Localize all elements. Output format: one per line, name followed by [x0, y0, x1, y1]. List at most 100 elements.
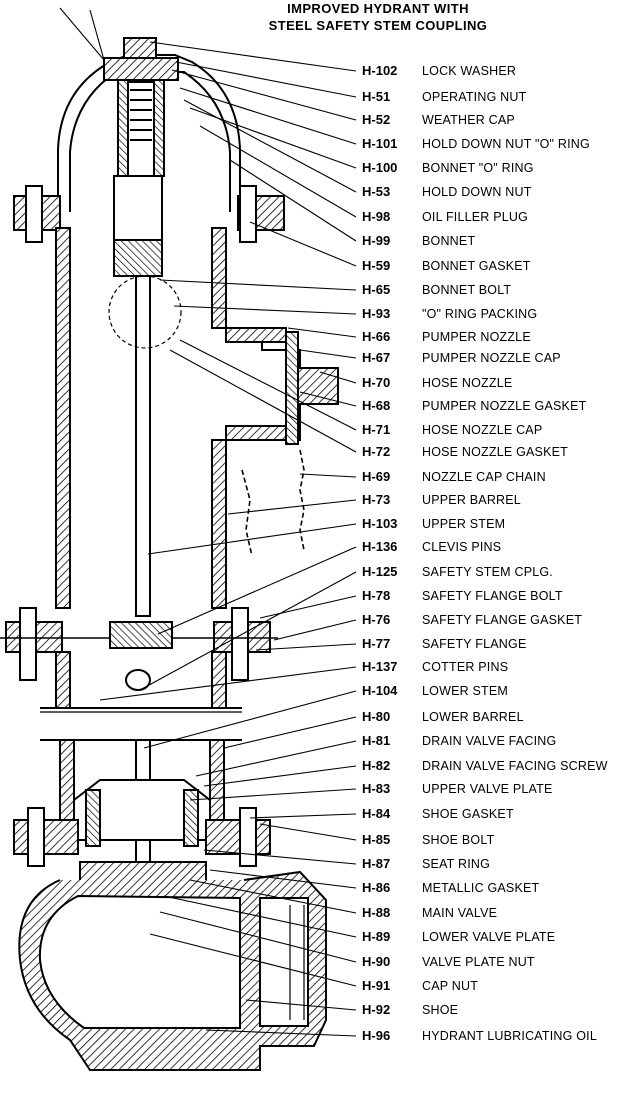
part-code: H-86 [362, 880, 391, 895]
part-name: HOLD DOWN NUT [422, 185, 532, 199]
part-label-row: H-69 NOZZLE CAP CHAIN [362, 467, 546, 487]
part-code: H-96 [362, 1028, 391, 1043]
part-name: HOLD DOWN NUT "O" RING [422, 137, 590, 151]
leader-lines [59, 7, 357, 1037]
part-label-row: H-89 LOWER VALVE PLATE [362, 927, 555, 947]
part-code: H-80 [362, 709, 391, 724]
part-code: H-77 [362, 636, 391, 651]
part-label-row: H-88 MAIN VALVE [362, 903, 497, 923]
part-name: NOZZLE CAP CHAIN [422, 470, 546, 484]
part-name: SHOE GASKET [422, 807, 514, 821]
part-code: H-69 [362, 469, 391, 484]
part-name: UPPER VALVE PLATE [422, 782, 553, 796]
part-code: H-66 [362, 329, 391, 344]
part-name: CAP NUT [422, 979, 479, 993]
part-name: UPPER STEM [422, 517, 506, 531]
part-label-row: H-102 LOCK WASHER [362, 61, 516, 81]
part-label-row: H-70 HOSE NOZZLE [362, 373, 512, 393]
part-name: MAIN VALVE [422, 906, 498, 920]
part-code: H-103 [362, 516, 398, 531]
part-name: SAFETY FLANGE GASKET [422, 613, 583, 627]
part-code: H-73 [362, 492, 391, 507]
part-label-row: H-125 SAFETY STEM CPLG. [362, 562, 553, 582]
part-code: H-85 [362, 832, 391, 847]
part-label-row: H-84 SHOE GASKET [362, 804, 514, 824]
part-name: HYDRANT LUBRICATING OIL [422, 1029, 597, 1043]
part-name: PUMPER NOZZLE CAP [422, 351, 561, 365]
part-label-row: H-99 BONNET [362, 231, 475, 251]
part-name: LOCK WASHER [422, 64, 517, 78]
part-name: SAFETY STEM CPLG. [422, 565, 553, 579]
part-code: H-136 [362, 539, 398, 554]
part-code: H-70 [362, 375, 391, 390]
part-code: H-52 [362, 112, 391, 127]
part-label-row: H-90 VALVE PLATE NUT [362, 952, 535, 972]
part-code: H-93 [362, 306, 391, 321]
part-label-row: H-80 LOWER BARREL [362, 707, 524, 727]
part-name: BONNET [422, 234, 476, 248]
part-code: H-102 [362, 63, 398, 78]
part-code: H-125 [362, 564, 398, 579]
part-name: PUMPER NOZZLE [422, 330, 531, 344]
part-code: H-98 [362, 209, 391, 224]
part-label-row: H-85 SHOE BOLT [362, 830, 494, 850]
part-name: BONNET BOLT [422, 283, 512, 297]
part-code: H-87 [362, 856, 391, 871]
part-label-row: H-137 COTTER PINS [362, 657, 508, 677]
part-code: H-82 [362, 758, 391, 773]
part-code: H-59 [362, 258, 391, 273]
part-name: SAFETY FLANGE BOLT [422, 589, 563, 603]
part-name: VALVE PLATE NUT [422, 955, 535, 969]
part-label-row: H-87 SEAT RING [362, 854, 490, 874]
part-label-row: H-78 SAFETY FLANGE BOLT [362, 586, 563, 606]
part-code: H-100 [362, 160, 398, 175]
part-name: SHOE BOLT [422, 833, 495, 847]
diagram-title-line-2: STEEL SAFETY STEM COUPLING [268, 18, 488, 33]
part-name: "O" RING PACKING [422, 307, 538, 321]
part-label-row: H-93 "O" RING PACKING [362, 304, 537, 324]
part-code: H-67 [362, 350, 391, 365]
part-name: LOWER VALVE PLATE [422, 930, 556, 944]
part-label-row: H-66 PUMPER NOZZLE [362, 327, 531, 347]
part-name: OIL FILLER PLUG [422, 210, 529, 224]
part-name: PUMPER NOZZLE GASKET [422, 399, 587, 413]
part-code: H-92 [362, 1002, 391, 1017]
part-name: DRAIN VALVE FACING SCREW [422, 759, 608, 773]
part-code: H-76 [362, 612, 391, 627]
part-name: LOWER BARREL [422, 710, 524, 724]
part-code: H-99 [362, 233, 391, 248]
part-label-row: H-68 PUMPER NOZZLE GASKET [362, 396, 586, 416]
part-label-row: H-76 SAFETY FLANGE GASKET [362, 610, 582, 630]
part-name: SEAT RING [422, 857, 491, 871]
part-name: COTTER PINS [422, 660, 509, 674]
part-code: H-84 [362, 806, 391, 821]
part-code: H-88 [362, 905, 391, 920]
part-code: H-65 [362, 282, 391, 297]
part-code: H-90 [362, 954, 391, 969]
part-label-row: H-67 PUMPER NOZZLE CAP [362, 348, 561, 368]
part-code: H-101 [362, 136, 398, 151]
part-name: SAFETY FLANGE [422, 637, 527, 651]
part-label-row: H-103 UPPER STEM [362, 514, 505, 534]
part-code: H-89 [362, 929, 391, 944]
part-code: H-91 [362, 978, 391, 993]
part-code: H-68 [362, 398, 391, 413]
part-label-row: H-82 DRAIN VALVE FACING SCREW [362, 756, 608, 776]
part-code: H-137 [362, 659, 398, 674]
part-name: HOSE NOZZLE [422, 376, 513, 390]
part-label-row: H-91 CAP NUT [362, 976, 478, 996]
upper-barrel-section [0, 37, 339, 709]
part-label-row: H-96 HYDRANT LUBRICATING OIL [362, 1026, 597, 1046]
part-label-row: H-101 HOLD DOWN NUT "O" RING [362, 134, 590, 154]
part-code: H-78 [362, 588, 391, 603]
